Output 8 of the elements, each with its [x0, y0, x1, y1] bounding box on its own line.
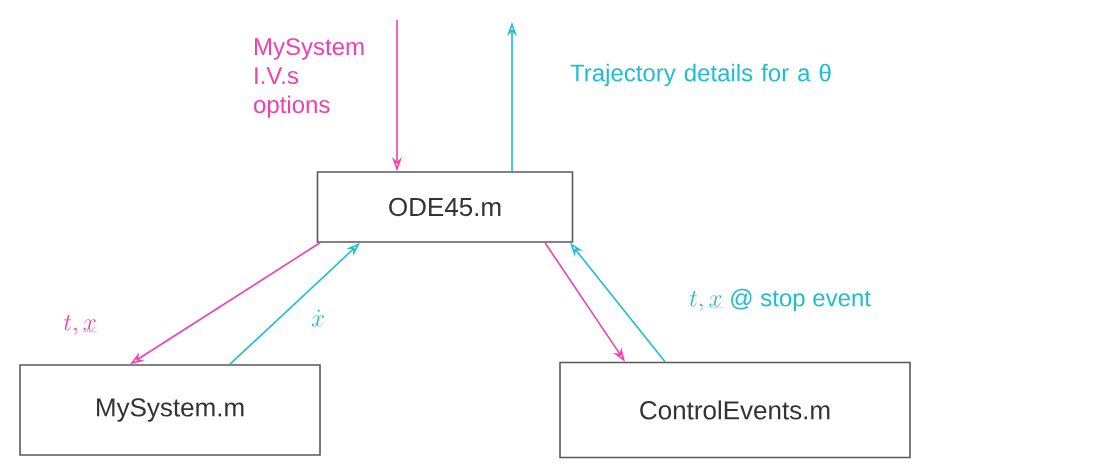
edge-label: MySystem I.V.s options	[254, 38, 364, 118]
edge-label: $\dot{x}$	[311, 309, 324, 327]
edge-label: Trajectory details for a θ	[570, 63, 831, 87]
edge-label: $t, \underline{x}$	[63, 314, 97, 336]
file-box: ControlEvents.m	[559, 361, 911, 459]
file-box: ODE45.m	[316, 171, 574, 243]
file-box: MySystem.m	[19, 364, 321, 456]
edge-label: $t, \underline{x}\ \mbox{@ stop event}$	[689, 288, 871, 312]
